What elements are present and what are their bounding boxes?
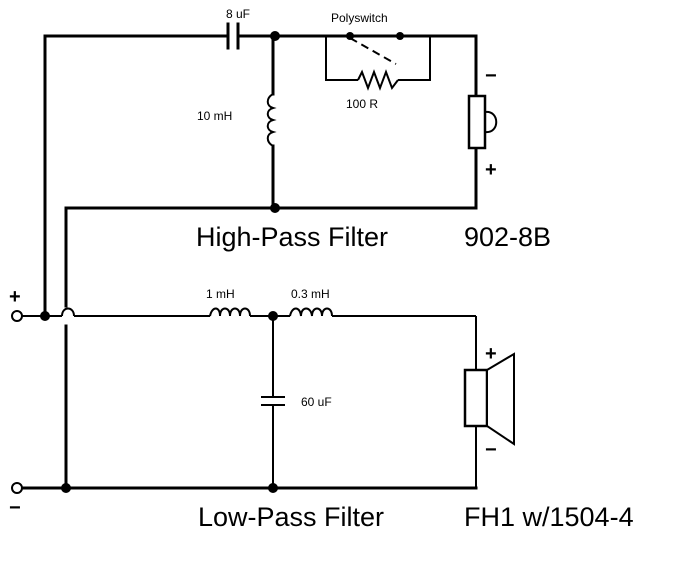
polyswitch <box>325 32 431 91</box>
lp-inductor-1-label: 1 mH <box>206 287 235 301</box>
tweeter-symbol <box>467 94 498 150</box>
lp-inductor-2 <box>289 307 333 317</box>
high-pass-wiring <box>43 34 478 318</box>
woofer-minus-sign: − <box>485 439 497 461</box>
lp-inductor-2-label: 0.3 mH <box>291 287 330 301</box>
input-terminals <box>11 310 23 494</box>
input-plus-sign: + <box>9 286 21 308</box>
lp-inductor-1 <box>209 307 251 317</box>
hp-inductor <box>266 93 277 147</box>
hp-inductor-label: 10 mH <box>197 109 232 123</box>
woofer-model: FH1 w/1504-4 <box>464 502 634 532</box>
resistor-label: 100 R <box>346 97 378 111</box>
woofer-plus-sign: + <box>485 343 497 365</box>
lp-capacitor-label: 60 uF <box>301 395 332 409</box>
hp-capacitor <box>226 22 240 50</box>
polyswitch-label: Polyswitch <box>331 11 388 25</box>
junction-dots <box>40 31 280 493</box>
hp-capacitor-label: 8 uF <box>226 7 250 21</box>
woofer-symbol <box>463 352 515 446</box>
input-minus-sign: − <box>9 497 21 519</box>
high-pass-title: High-Pass Filter <box>196 222 388 252</box>
tweeter-minus-sign: − <box>485 65 497 87</box>
low-pass-title: Low-Pass Filter <box>198 502 384 532</box>
tweeter-plus-sign: + <box>485 159 497 181</box>
tweeter-model: 902-8B <box>464 222 551 252</box>
lp-capacitor <box>261 396 285 406</box>
